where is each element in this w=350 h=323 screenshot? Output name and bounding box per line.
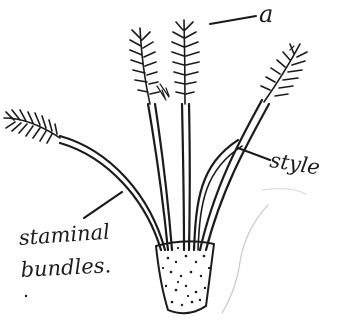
receptacle xyxy=(156,241,214,313)
leader-line-staminal xyxy=(84,192,122,218)
label-bundles: bundles. xyxy=(20,253,112,282)
label-a: a xyxy=(259,0,273,28)
anther-head-left xyxy=(4,110,60,143)
receptacle-stipple xyxy=(162,246,210,306)
anther-head-right xyxy=(261,44,307,102)
faint-curve-2 xyxy=(262,189,306,194)
leader-line-a xyxy=(210,16,256,24)
anther-head-center-right xyxy=(172,20,199,104)
faint-curve xyxy=(222,205,268,313)
